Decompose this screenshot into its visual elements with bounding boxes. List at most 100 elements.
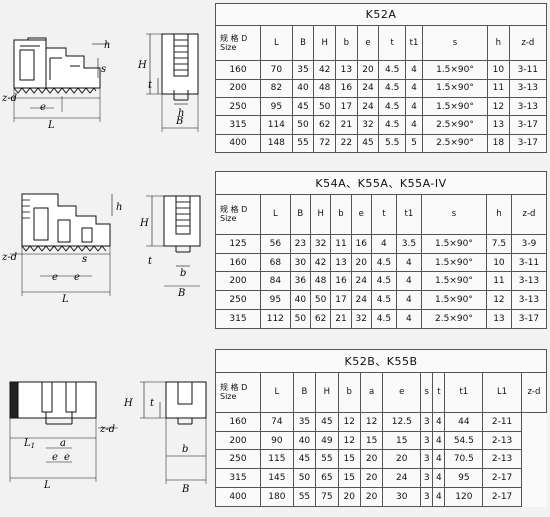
value-cell: 4.5 [370,271,397,292]
label-zd-1: z-d [1,93,17,104]
value-cell: 21 [335,115,358,135]
value-cell: 4 [370,233,397,254]
value-cell: 7.5 [485,233,512,254]
value-cell: 20 [337,487,361,507]
header-cell: H [309,194,332,235]
label-t-1: t [148,80,153,91]
value-cell: 44 [444,411,484,432]
size-cell: 400 [215,487,261,507]
header-cell: z-d [508,25,548,62]
value-cell: 15 [337,449,361,470]
k52a-side-view-drawing: H t h B [128,28,212,158]
value-cell: 24 [356,96,380,117]
size-header: 规 格 D Size [215,372,261,413]
label-e-1: e [40,102,46,113]
value-cell: 120 [444,487,484,507]
value-cell: 17 [330,290,352,311]
value-cell: 13 [335,60,358,80]
value-cell: 20 [382,449,422,470]
value-cell: 114 [260,115,293,135]
label-L-1: L [47,120,55,131]
size-cell: 400 [215,133,261,154]
label-h-2: h [116,202,122,213]
value-cell: 180 [260,487,294,507]
value-cell: 32 [309,233,332,254]
label-L-3: L [43,480,51,491]
value-cell: 2-11 [482,411,522,432]
value-cell: 112 [260,309,291,329]
value-cell: 5 [405,133,423,154]
k52a-spec-table: K52A 规 格 D Size L B H b e t t1 s h z-d 1… [215,2,548,154]
k54a-spec-table: K54A、K55A、K55A-IV 规 格 D Size L B H b e t… [215,170,548,329]
value-cell: 12 [486,96,510,117]
size-cell: 200 [215,271,261,292]
value-cell: 1.5×90° [421,60,488,80]
value-cell: 68 [260,252,291,273]
value-cell: 2.5×90° [420,309,487,329]
size-cell: 160 [215,411,261,432]
value-cell: 1.5×90° [420,290,487,311]
value-cell: 15 [382,430,422,451]
value-cell: 16 [330,271,352,292]
size-cell: 125 [215,233,261,254]
value-cell: 3-13 [508,78,548,98]
size-cell: 200 [215,430,261,451]
value-cell: 55 [292,487,317,507]
size-header: 规 格 D Size [215,194,261,235]
value-cell: 4.5 [378,96,407,117]
value-cell: 3-17 [510,309,548,329]
value-cell: 16 [350,233,372,254]
value-cell: 4 [405,60,423,80]
value-cell: 32 [356,115,380,135]
value-cell: 2-13 [482,449,522,470]
header-cell: t [370,194,397,235]
value-cell: 48 [309,271,332,292]
value-cell: 12.5 [382,411,422,432]
value-cell: 75 [315,487,339,507]
value-cell: 1.5×90° [421,78,488,98]
label-H-1: H [137,60,147,71]
label-t-2: t [148,256,153,267]
value-cell: 20 [359,449,384,470]
value-cell: 145 [260,468,294,489]
value-cell: 24 [382,468,422,489]
value-cell: 4 [432,411,446,432]
value-cell: 148 [260,133,293,154]
k52b-side-view-drawing: H t b B [120,372,215,497]
value-cell: 82 [260,78,293,98]
value-cell: 3.5 [395,233,422,254]
value-cell: 3 [420,449,434,470]
value-cell: 15 [359,430,384,451]
label-B-2: B [177,288,185,299]
value-cell: 62 [309,309,332,329]
header-cell: b [335,25,358,62]
table-title: K52A [215,2,547,27]
value-cell: 3-13 [508,96,548,117]
header-cell: h [486,25,510,62]
value-cell: 4 [395,271,422,292]
value-cell: 12 [337,411,361,432]
label-H-3: H [123,398,133,409]
k52b-spec-table: K52B、K55B 规 格 D Size L B H b a e s t t1 … [215,348,548,507]
size-cell: 160 [215,252,261,273]
label-e-3b: e [64,452,70,463]
label-e-2b: e [74,272,80,283]
size-cell: 315 [215,468,261,489]
value-cell: 4 [405,96,423,117]
value-cell: 3-11 [508,60,548,80]
value-cell: 3-17 [508,133,548,154]
value-cell: 115 [260,449,294,470]
value-cell: 4 [432,468,446,489]
value-cell: 3 [420,411,434,432]
value-cell: 3-13 [510,271,548,292]
